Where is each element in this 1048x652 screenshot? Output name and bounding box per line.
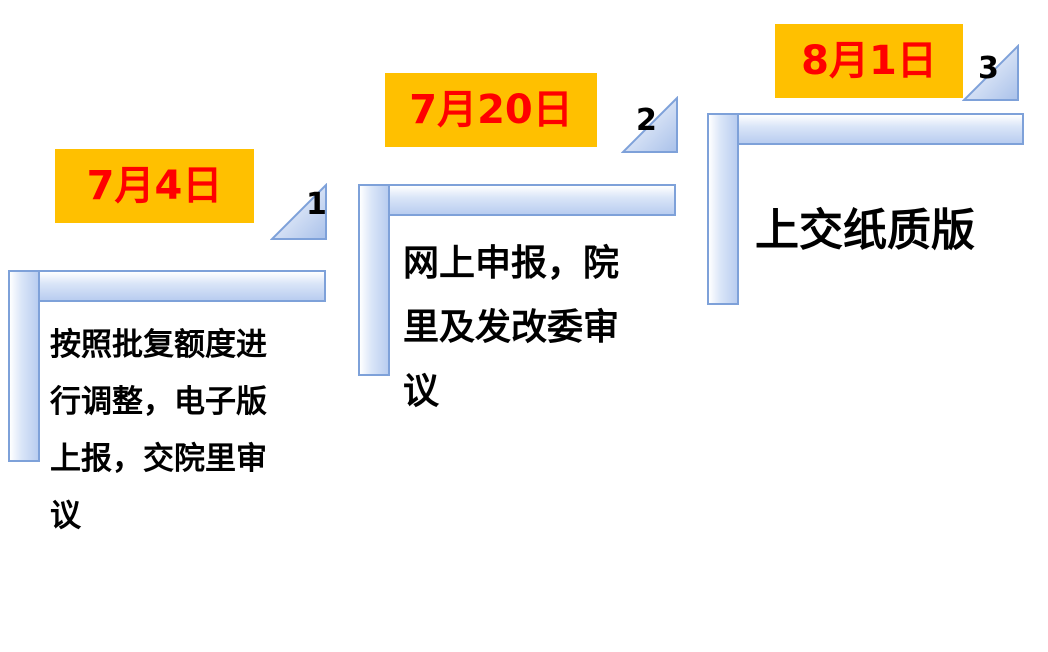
step-3-bar-horizontal <box>707 113 1024 145</box>
step-1-bar-vertical <box>8 270 40 462</box>
step-2-number: 2 <box>636 103 657 138</box>
step-1-description: 按照批复额度进 行调整，电子版 上报，交院里审 议 <box>50 327 267 534</box>
step-2-date: 7月20日 <box>385 73 597 147</box>
step-3-triangle-icon <box>962 44 1019 101</box>
step-1-triangle-icon <box>270 183 327 240</box>
step-1-number: 1 <box>306 187 327 222</box>
step-3-description: 上交纸质版 <box>755 205 975 256</box>
step-1-date: 7月4日 <box>55 149 254 223</box>
step-3-number: 3 <box>978 51 999 86</box>
step-3-date: 8月1日 <box>775 24 963 98</box>
step-2-description: 网上申报，院 里及发改委审 议 <box>403 243 620 412</box>
step-2-bar-vertical <box>358 184 390 376</box>
step-2-bar-horizontal <box>358 184 676 216</box>
step-3-bar-vertical <box>707 113 739 305</box>
step-2-triangle-icon <box>621 96 678 153</box>
step-1-bar-horizontal <box>8 270 326 302</box>
